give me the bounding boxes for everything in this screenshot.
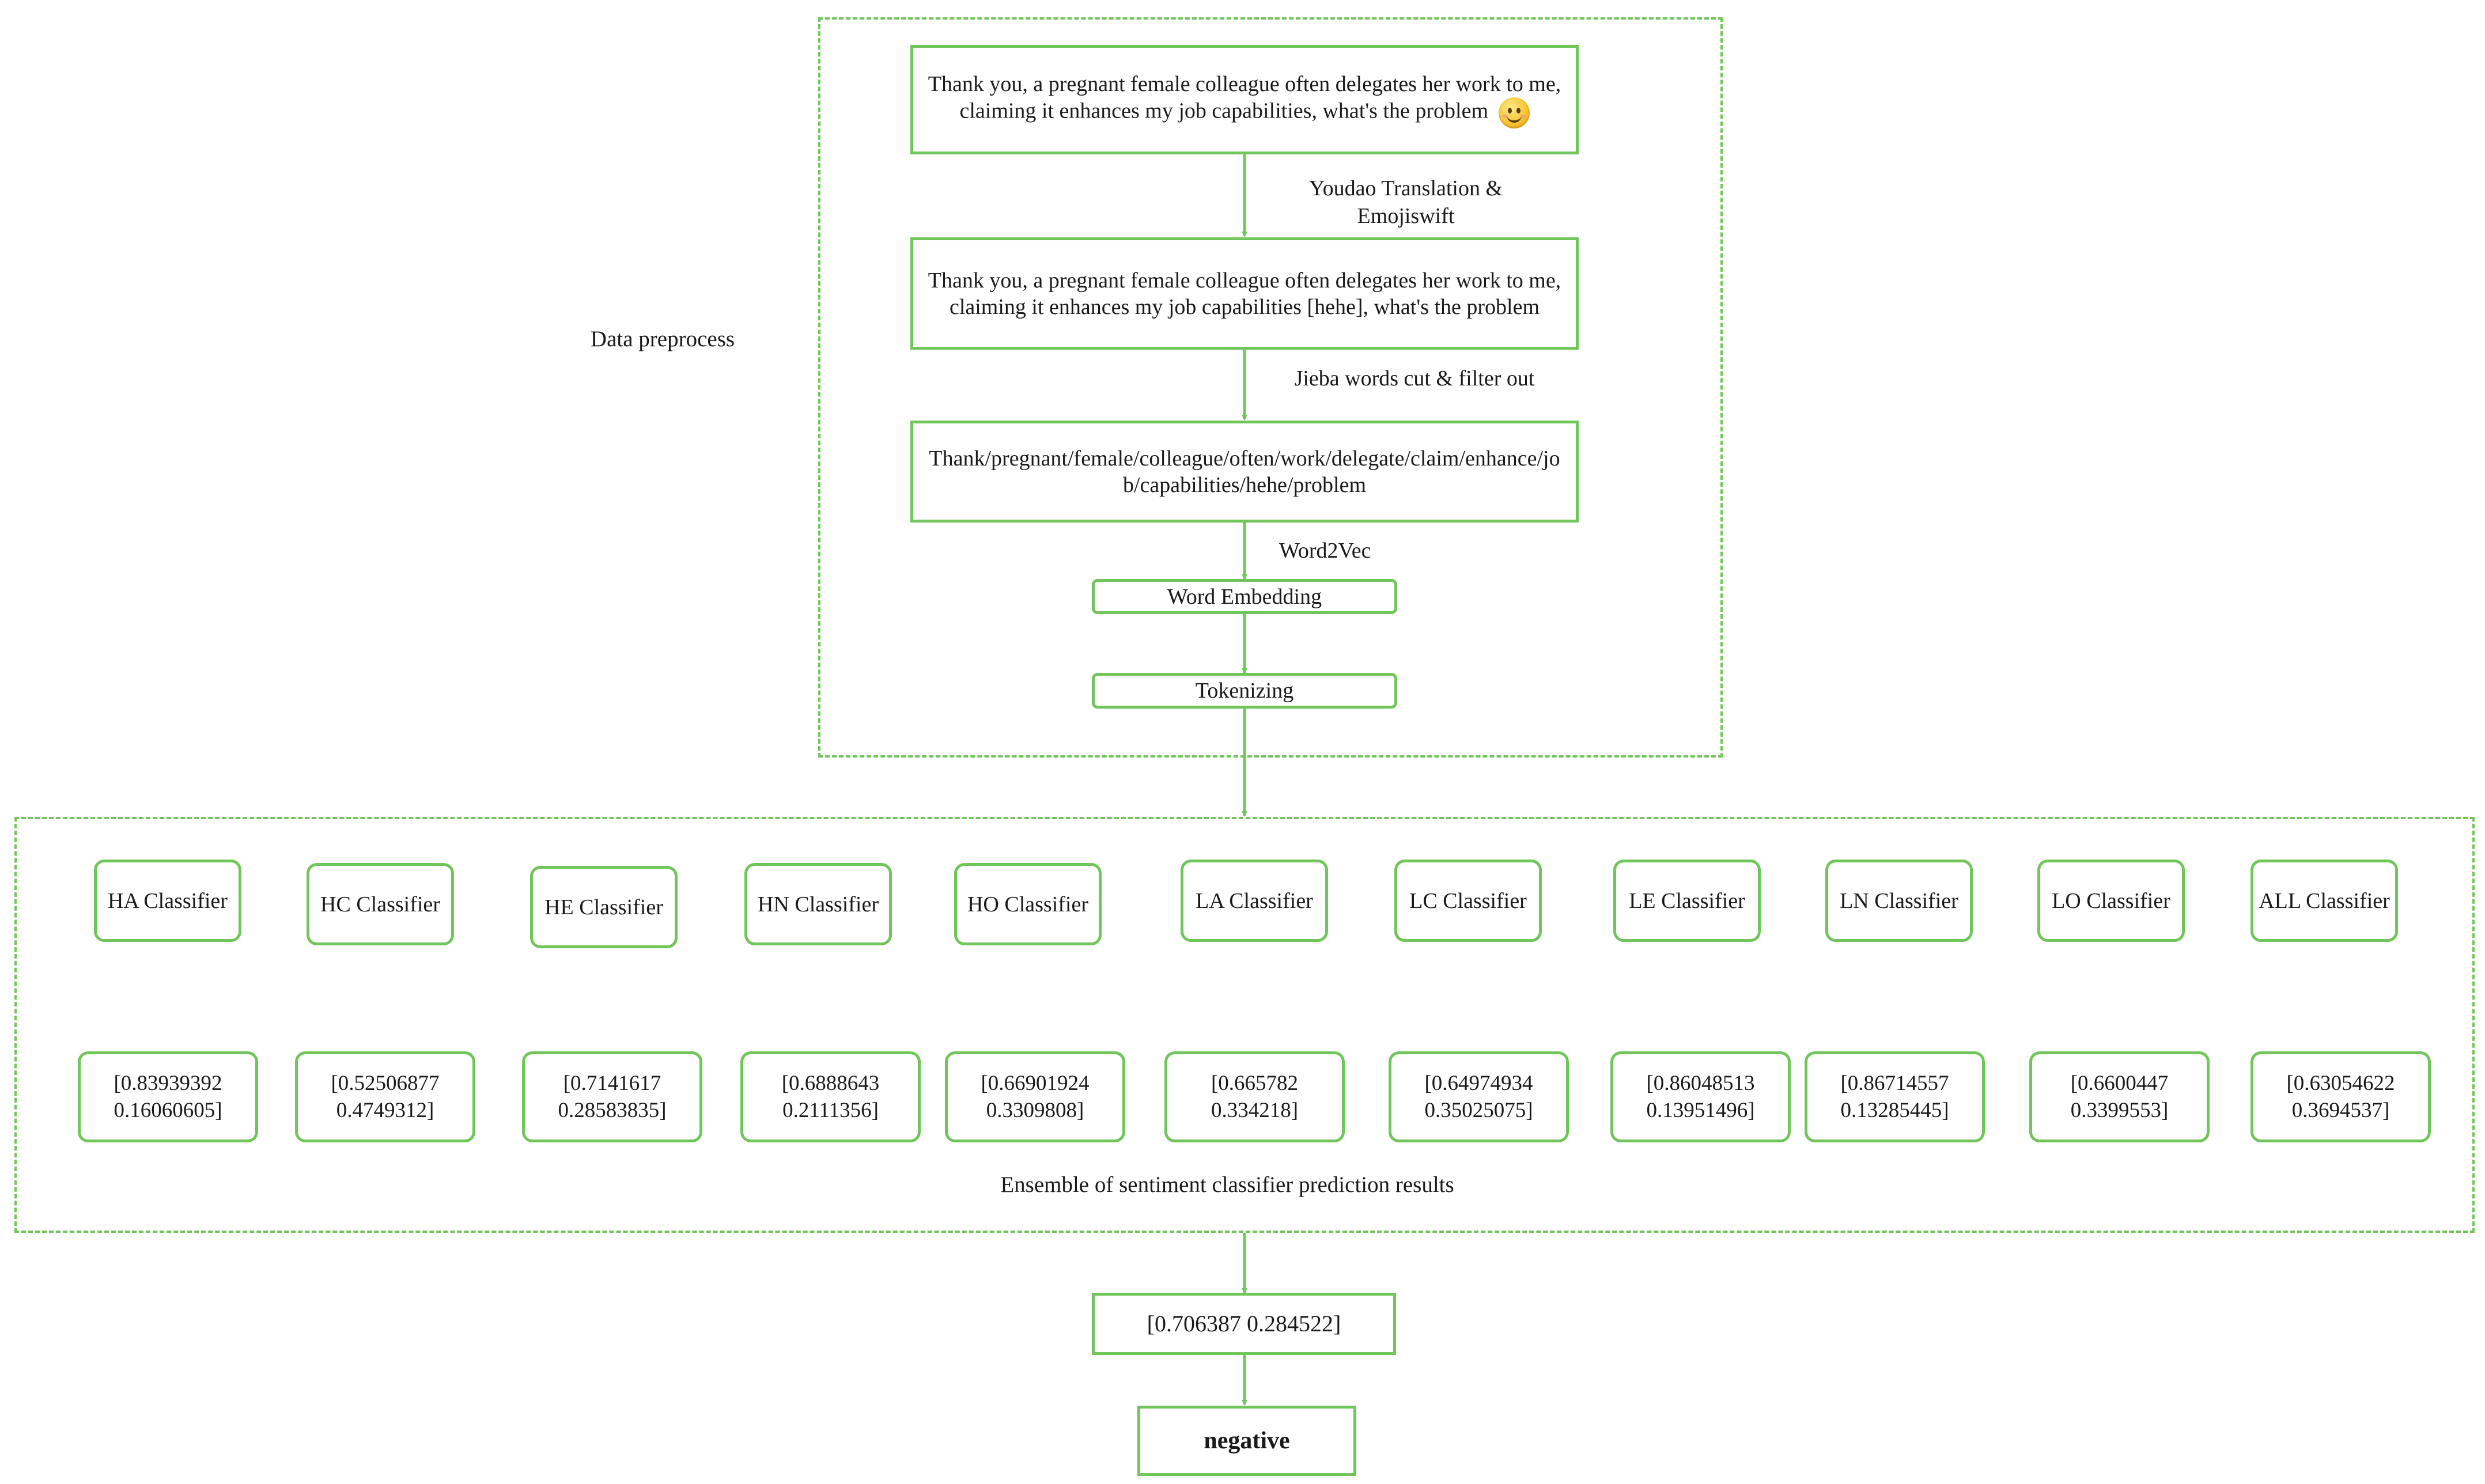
tokens-text: Thank/pregnant/female/colleague/often/wo…: [929, 446, 1560, 497]
final-label: negative: [1204, 1427, 1290, 1454]
classifier-hc: HC Classifier: [307, 863, 454, 945]
classifier-he: HE Classifier: [530, 866, 678, 948]
classifier-ho: HO Classifier: [954, 863, 1102, 945]
final-label-box: negative: [1137, 1406, 1356, 1476]
classifier-lc: LC Classifier: [1394, 860, 1542, 942]
step-translation-label: Youdao Translation & Emojiswift: [1308, 176, 1503, 228]
translated-text-box: Thank you, a pregnant female colleague o…: [910, 237, 1579, 350]
result-ln: [0.86714557 0.13285445]: [1805, 1051, 1985, 1142]
classifier-ha: HA Classifier: [94, 860, 241, 942]
data-preprocess-label: Data preprocess: [590, 327, 735, 351]
word-embedding-box: Word Embedding: [1092, 579, 1397, 614]
result-le: [0.86048513 0.13951496]: [1610, 1051, 1791, 1142]
input-text-box: Thank you, a pregnant female colleague o…: [910, 45, 1579, 154]
preprocess-group: [818, 17, 1723, 758]
final-probability-box: [0.706387 0.284522]: [1092, 1293, 1396, 1355]
step-word2vec-label: Word2Vec: [1279, 539, 1371, 563]
classifier-hn: HN Classifier: [744, 863, 892, 945]
classifier-ln: LN Classifier: [1825, 860, 1973, 942]
result-lo: [0.6600447 0.3399553]: [2029, 1051, 2210, 1142]
word-embedding-label: Word Embedding: [1167, 584, 1322, 609]
ensemble-group: [14, 817, 2475, 1233]
classifier-lo: LO Classifier: [2037, 860, 2185, 942]
classifier-la: LA Classifier: [1181, 860, 1328, 942]
result-lc: [0.64974934 0.35025075]: [1389, 1051, 1569, 1142]
step-jieba-label: Jieba words cut & filter out: [1294, 366, 1535, 391]
result-he: [0.7141617 0.28583835]: [522, 1051, 702, 1142]
tokens-text-box: Thank/pregnant/female/colleague/often/wo…: [910, 421, 1579, 523]
translated-text: Thank you, a pregnant female colleague o…: [928, 268, 1561, 319]
result-hc: [0.52506877 0.4749312]: [295, 1051, 475, 1142]
result-ho: [0.66901924 0.3309808]: [945, 1051, 1125, 1142]
result-hn: [0.6888643 0.2111356]: [740, 1051, 921, 1142]
classifier-le: LE Classifier: [1613, 860, 1761, 942]
result-all: [0.63054622 0.3694537]: [2251, 1051, 2431, 1142]
classifier-all: ALL Classifier: [2251, 860, 2398, 942]
result-ha: [0.83939392 0.16060605]: [78, 1051, 258, 1142]
tokenizing-box: Tokenizing: [1092, 673, 1397, 709]
smiling-blushing-face-emoji-icon: [1498, 97, 1530, 128]
input-text: Thank you, a pregnant female colleague o…: [928, 72, 1561, 123]
result-la: [0.665782 0.334218]: [1164, 1051, 1345, 1142]
ensemble-caption: Ensemble of sentiment classifier predict…: [1000, 1172, 1454, 1197]
tokenizing-label: Tokenizing: [1195, 679, 1294, 703]
final-probability: [0.706387 0.284522]: [1147, 1311, 1341, 1337]
